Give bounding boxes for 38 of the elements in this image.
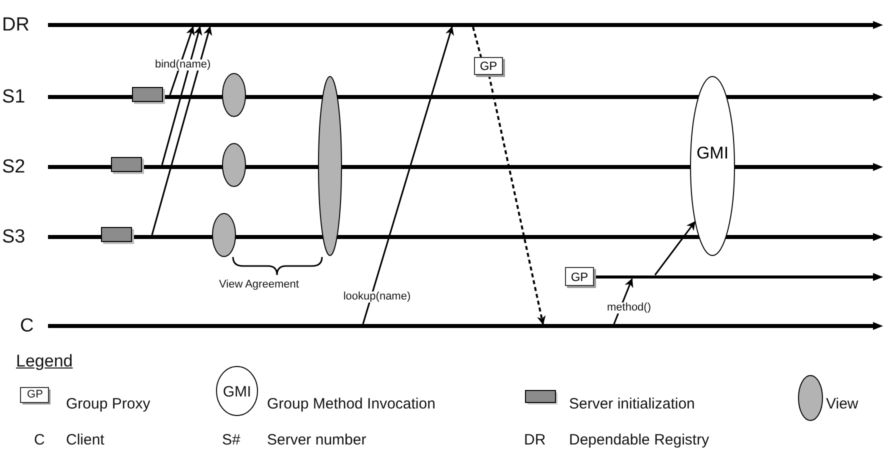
legend-text: View	[826, 396, 858, 412]
legend-symbol: C	[34, 432, 45, 448]
legend-text: Server initialization	[569, 396, 695, 412]
message-label: bind(name)	[154, 60, 212, 70]
server-init-box	[101, 227, 132, 242]
legend-text: Group Proxy	[66, 396, 150, 412]
proxy-label: GP	[480, 60, 498, 72]
edge-label: lookup(name)	[342, 292, 412, 302]
legend-symbol: DR	[524, 432, 546, 448]
gmi-label: GMI	[696, 144, 729, 162]
timeline-arrow	[48, 322, 883, 330]
legend-text: Server number	[267, 432, 366, 448]
legend-symbol: GMI	[222, 384, 252, 400]
view-ellipse	[318, 76, 342, 256]
timeline-label: S1	[2, 88, 26, 106]
legend-symbol: S#	[222, 432, 240, 448]
legend-symbol: GP	[27, 390, 43, 400]
timeline-label: DR	[2, 16, 30, 34]
legend-text: Group Method Invocation	[267, 396, 436, 412]
timeline-label: C	[20, 316, 34, 336]
timeline-label: S2	[2, 158, 26, 176]
edge-label: method()	[606, 302, 652, 314]
legend-title: Legend	[16, 352, 73, 370]
view-ellipse	[212, 213, 236, 257]
server-init-box	[132, 87, 163, 102]
legend-text: Client	[66, 432, 104, 448]
timeline-label: S3	[2, 228, 26, 246]
group-proxy-box	[565, 267, 594, 286]
legend-text: Dependable Registry	[569, 432, 710, 448]
proxy-label: GP	[570, 270, 588, 282]
group-proxy-box	[474, 57, 503, 75]
bracket-label: View Agreement	[219, 280, 299, 290]
view-ellipse	[222, 143, 246, 187]
view-ellipse	[222, 73, 246, 117]
server-init-box	[111, 157, 142, 172]
gmi-ellipse	[690, 76, 735, 256]
timeline-arrow	[48, 21, 883, 29]
timeline-arrow	[594, 273, 883, 281]
